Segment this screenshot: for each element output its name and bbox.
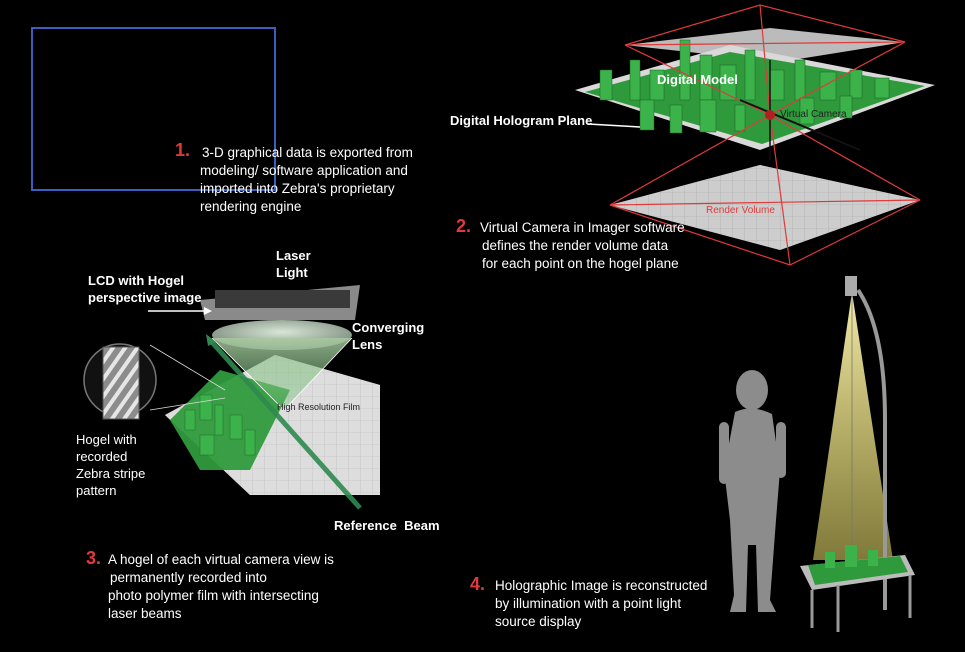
step-1-line: modeling/ software application and	[200, 162, 440, 180]
step-4-line: by illumination with a point light	[495, 595, 755, 613]
hogel-recorded-line: pattern	[76, 482, 145, 499]
step-1-line: imported into Zebra's proprietary	[200, 180, 440, 198]
high-res-film-label: High Resolution Film	[277, 402, 360, 412]
digital-hologram-plane-label: Digital Hologram Plane	[450, 112, 592, 129]
reference-beam-label: Reference Beam	[334, 517, 440, 534]
step-2-line: Virtual Camera in Imager software	[480, 219, 740, 237]
virtual-camera-label: Virtual Camera	[780, 109, 847, 120]
step-4-number: 4.	[470, 574, 485, 595]
step-3-line: photo polymer film with intersecting	[108, 587, 388, 605]
person-silhouette	[719, 370, 786, 612]
hogel-recorded-line: Zebra stripe	[76, 465, 145, 482]
step-4-caption: Holographic Image is reconstructed by il…	[495, 577, 755, 631]
converging-lens-line: Lens	[352, 336, 424, 353]
hogel-recorded-line: Hogel with	[76, 431, 145, 448]
step-3-line: laser beams	[108, 605, 388, 623]
laser-light-line: Light	[276, 264, 311, 281]
step-3-line: permanently recorded into	[108, 569, 388, 587]
step-1-line: 3-D graphical data is exported from	[200, 144, 440, 162]
step-3-caption: A hogel of each virtual camera view is p…	[108, 551, 388, 623]
step-2-line: defines the render volume data	[480, 237, 740, 255]
render-volume-label: Render Volume	[706, 205, 775, 216]
lcd-hogel-line: LCD with Hogel	[88, 272, 201, 289]
hogel-recorded-line: recorded	[76, 448, 145, 465]
step-2-number: 2.	[456, 216, 471, 237]
lcd-hogel-label: LCD with Hogel perspective image	[88, 272, 201, 306]
step-4-line: source display	[495, 613, 755, 631]
laser-light-label: Laser Light	[276, 247, 311, 281]
step-4-line: Holographic Image is reconstructed	[495, 577, 755, 595]
step-3-number: 3.	[86, 548, 101, 569]
step-2-line: for each point on the hogel plane	[480, 255, 740, 273]
lcd-hogel-line: perspective image	[88, 289, 201, 306]
step-2-caption: Virtual Camera in Imager software define…	[480, 219, 740, 273]
converging-lens-label: Converging Lens	[352, 319, 424, 353]
converging-lens-line: Converging	[352, 319, 424, 336]
step-1-caption: 3-D graphical data is exported from mode…	[200, 144, 440, 216]
step-1-line: rendering engine	[200, 198, 440, 216]
laser-light-line: Laser	[276, 247, 311, 264]
hogel-recorded-label: Hogel with recorded Zebra stripe pattern	[76, 431, 145, 499]
step-3-line: A hogel of each virtual camera view is	[108, 551, 388, 569]
digital-model-label: Digital Model	[657, 71, 738, 88]
step-1-number: 1.	[175, 140, 190, 161]
